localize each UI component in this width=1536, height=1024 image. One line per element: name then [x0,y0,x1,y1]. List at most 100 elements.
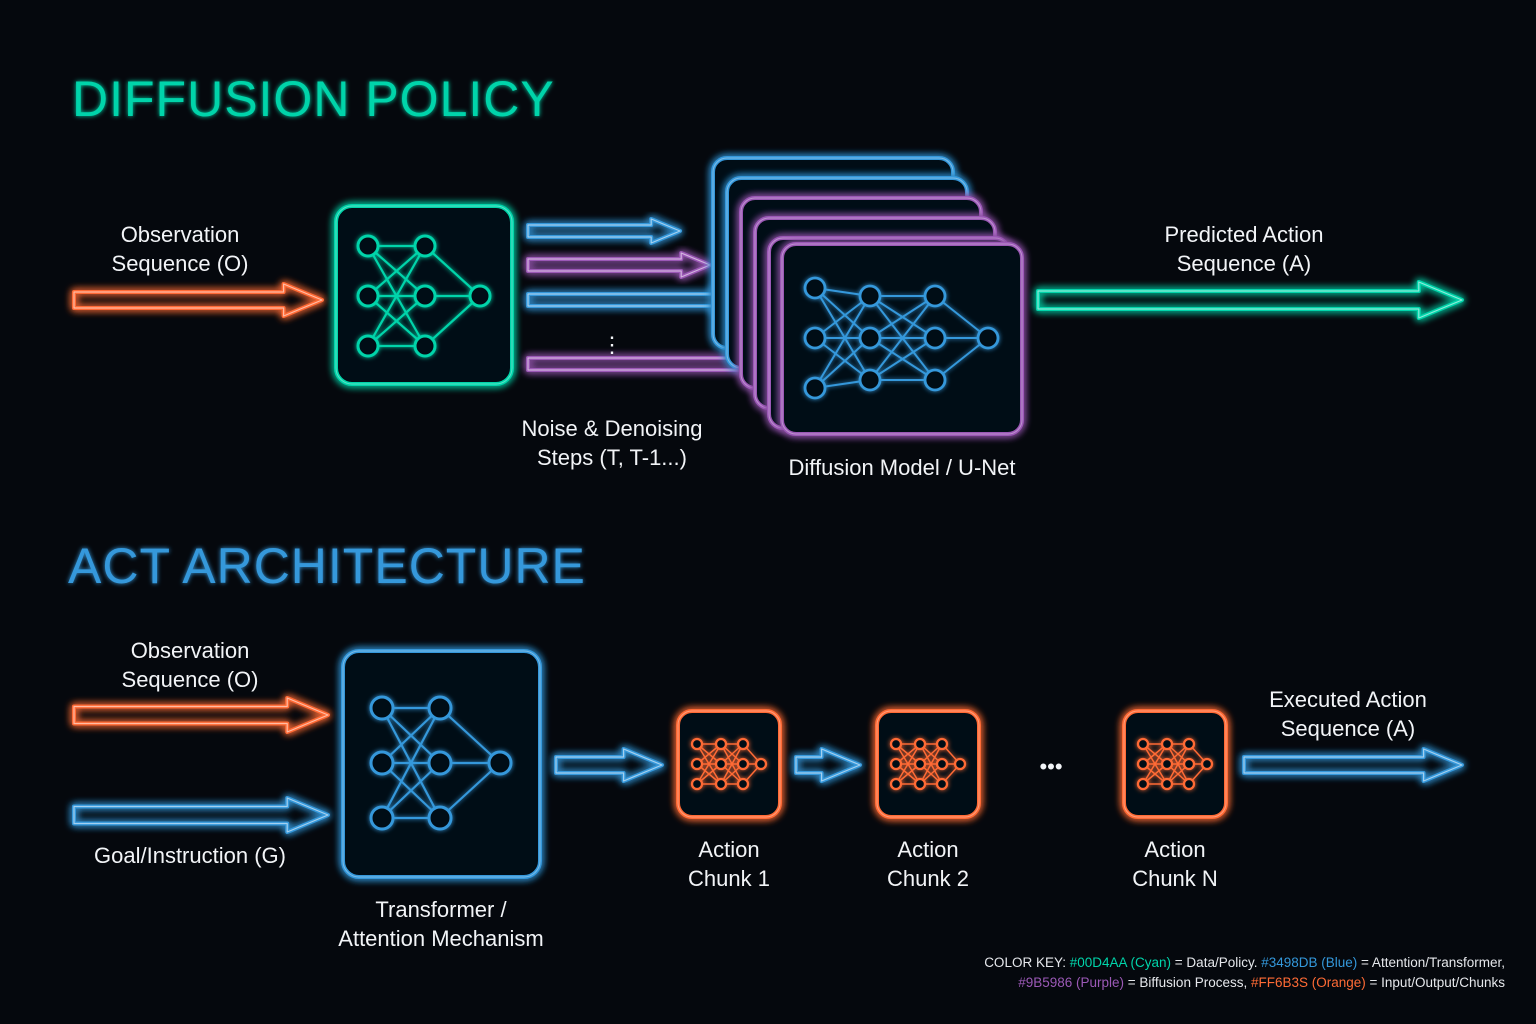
goal-instruction-arrow [72,796,330,834]
network-neuron [487,750,513,776]
arrow-core [527,218,681,244]
chunk-n-label-1: Action [1144,837,1205,862]
noise-steps-vdots: ⋮ [601,332,623,357]
executed-action-label-2: Sequence (A) [1281,716,1416,741]
predicted-action-label-1: Predicted Action [1165,222,1324,247]
network-neuron [1136,757,1150,771]
network-edge [814,337,871,389]
diffusion-model-stack [711,156,1024,436]
arrow-outline [794,747,862,783]
network-neuron [369,805,395,831]
color-key-blue: #3498DB (Blue) [1261,955,1357,970]
node-frame-core [342,650,541,878]
arrow-core [795,748,861,782]
network-neuron [889,757,903,771]
network-edge [367,245,426,297]
goal-instruction-label: Goal/Instruction (G) [94,843,286,868]
arrow-outline [526,251,712,279]
network-edge [814,295,871,339]
node-frame-core [876,710,980,818]
chunk-2-label-1: Action [897,837,958,862]
diffusion-input-label-2: Sequence (O) [112,251,249,276]
network-edge [814,337,871,381]
network-neuron [1136,777,1150,791]
observation-input-arrow [72,282,324,318]
network-neuron [923,284,947,308]
chunk-1-label-1: Action [698,837,759,862]
network-neuron [803,326,827,350]
network-neuron [427,695,453,721]
action-chunk-n-node [1122,709,1228,819]
network-neuron [923,326,947,350]
network-neuron [690,737,704,751]
predicted-action-label-2: Sequence (A) [1177,251,1312,276]
network-edge [367,295,426,347]
transformer-label-2: Attention Mechanism [338,926,543,951]
network-neuron [413,334,437,358]
executed-action-arrow [1242,747,1464,783]
network-neuron [953,757,967,771]
network-neuron [889,777,903,791]
network-edge [424,245,481,297]
diffusion-input-label-1: Observation [121,222,240,247]
color-key-blue-meaning: = Attention/Transformer, [1361,955,1505,970]
network-neuron [935,737,949,751]
network-edge [814,295,871,389]
act-obs-label-1: Observation [131,638,250,663]
network-neuron [754,757,768,771]
arrow-outline [1242,747,1464,783]
network-edge [869,295,936,339]
network-edge [720,743,744,785]
network-neuron [468,284,492,308]
network-neuron [889,737,903,751]
network-neuron [356,234,380,258]
arrow-core [73,697,329,733]
network-neuron [803,276,827,300]
network-edge [696,743,722,785]
network-neuron [714,757,728,771]
arrow-outline [72,696,330,734]
noise-label-1: Noise & Denoising [522,416,703,441]
network-neuron [736,757,750,771]
diffusion-model-label: Diffusion Model / U-Net [788,455,1015,480]
color-key-line-2: #9B5986 (Purple) = Biffusion Process, #F… [1018,975,1505,990]
network-neuron [714,737,728,751]
network-neuron [858,368,882,392]
network-neuron [427,805,453,831]
network-neuron [1182,757,1196,771]
act-title: ACT ARCHITECTURE [68,538,586,594]
arrow-core [1037,281,1463,319]
network-neuron [1160,777,1174,791]
network-neuron [413,234,437,258]
node-frame-core [781,243,1023,435]
network-edge [439,762,501,819]
network-neuron [1136,737,1150,751]
network-neuron [913,757,927,771]
observation-encoder-node [334,204,514,386]
network-edge [1142,743,1168,785]
arrow-outline [72,796,330,834]
node-frame-core [1123,710,1227,818]
network-icon [369,695,513,831]
network-icon [803,276,1000,400]
transformer-to-chunk-arrow [554,747,664,783]
transformer-label-1: Transformer / [375,897,507,922]
arrow-core [73,797,329,833]
network-edge [869,295,936,381]
network-neuron [736,737,750,751]
diffusion-title: DIFFUSION POLICY [72,71,555,127]
network-edge [439,707,501,764]
color-key-cyan: #00D4AA (Cyan) [1070,955,1171,970]
arrow-core [527,287,743,313]
network-neuron [923,368,947,392]
executed-action-label-1: Executed Action [1269,687,1427,712]
chunk-1-to-chunk-2-arrow [794,747,862,783]
network-neuron [1182,737,1196,751]
network-edge [381,762,441,819]
chunk-n-label-2: Chunk N [1132,866,1218,891]
node-frame-core [335,205,513,385]
network-neuron [714,777,728,791]
network-neuron [803,376,827,400]
arrow-outline [1036,280,1464,320]
